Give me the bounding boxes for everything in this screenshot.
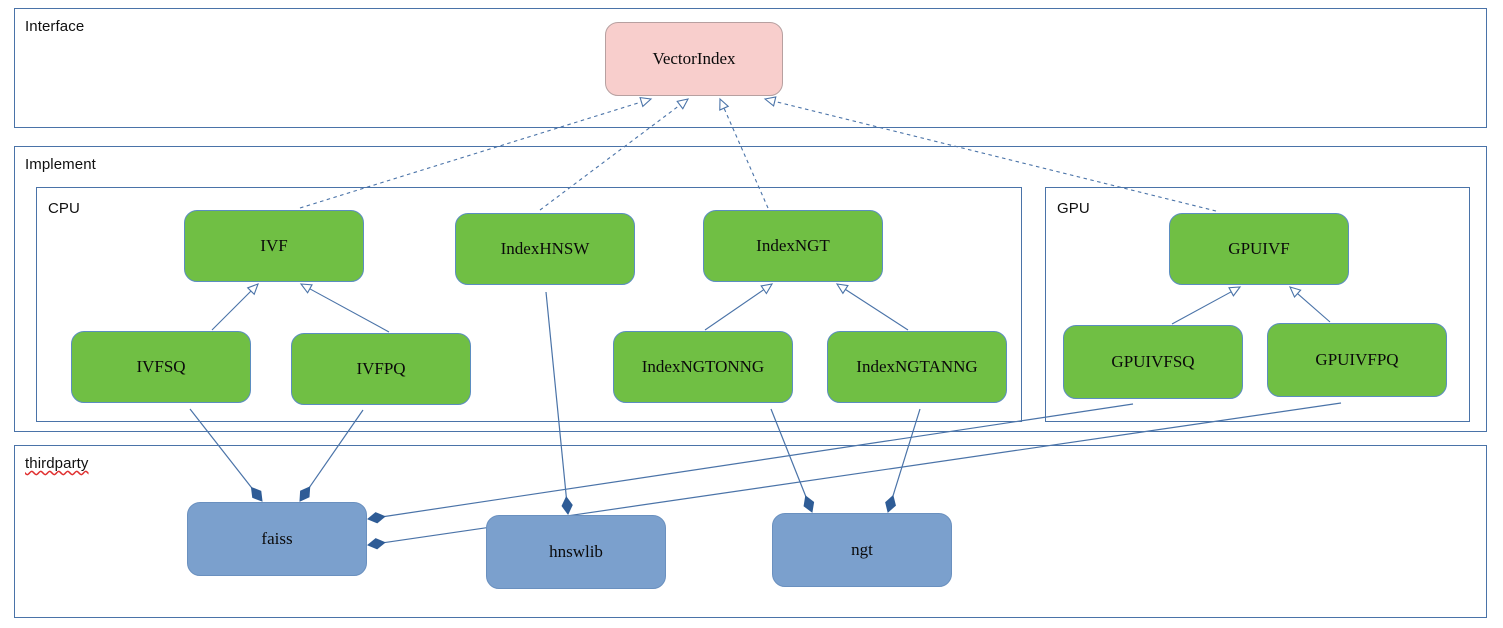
node-label-faiss: faiss (261, 528, 293, 548)
swimlane-label-implement: Implement (25, 156, 96, 173)
node-indexhnsw[interactable]: IndexHNSW (455, 213, 635, 285)
node-gpuivfpq[interactable]: GPUIVFPQ (1267, 323, 1447, 397)
node-label-indexhnsw: IndexHNSW (500, 238, 590, 258)
node-label-hnswlib: hnswlib (549, 541, 603, 561)
node-label-indexngtanng: IndexNGTANNG (856, 356, 978, 376)
node-gpuivf[interactable]: GPUIVF (1169, 213, 1349, 285)
group-label-gpu: GPU (1057, 200, 1090, 217)
swimlane-label-thirdparty: thirdparty (25, 455, 89, 472)
node-ngt[interactable]: ngt (772, 513, 952, 587)
node-label-vectorindex: VectorIndex (652, 48, 736, 68)
node-vectorindex[interactable]: VectorIndex (605, 22, 783, 96)
node-label-gpuivfpq: GPUIVFPQ (1315, 349, 1399, 369)
node-label-gpuivfsq: GPUIVFSQ (1111, 351, 1195, 371)
node-ivfpq[interactable]: IVFPQ (291, 333, 471, 405)
node-faiss[interactable]: faiss (187, 502, 367, 576)
node-label-ivf: IVF (260, 235, 288, 255)
node-label-gpuivf: GPUIVF (1228, 238, 1290, 258)
node-hnswlib[interactable]: hnswlib (486, 515, 666, 589)
node-indexngtonng[interactable]: IndexNGTONNG (613, 331, 793, 403)
node-label-indexngt: IndexNGT (756, 235, 830, 255)
node-label-ivfpq: IVFPQ (356, 358, 406, 378)
node-ivf[interactable]: IVF (184, 210, 364, 282)
node-gpuivfsq[interactable]: GPUIVFSQ (1063, 325, 1243, 399)
node-ivfsq[interactable]: IVFSQ (71, 331, 251, 403)
node-label-ngt: ngt (851, 539, 873, 559)
node-label-ivfsq: IVFSQ (136, 356, 186, 376)
node-indexngtanng[interactable]: IndexNGTANNG (827, 331, 1007, 403)
swimlane-label-interface: Interface (25, 18, 85, 35)
node-indexngt[interactable]: IndexNGT (703, 210, 883, 282)
group-label-cpu: CPU (48, 200, 80, 217)
node-label-indexngtonng: IndexNGTONNG (641, 356, 765, 376)
